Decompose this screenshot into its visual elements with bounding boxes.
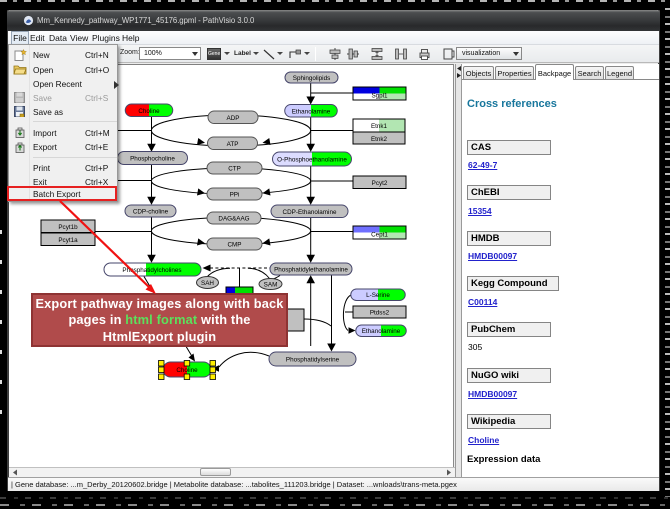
svg-text:Phosphatidylserine: Phosphatidylserine bbox=[286, 357, 340, 364]
svg-text:ATP: ATP bbox=[227, 141, 239, 148]
svg-text:Cept1: Cept1 bbox=[371, 232, 388, 239]
svg-text:Sgpl1: Sgpl1 bbox=[371, 93, 388, 100]
svg-text:CMP: CMP bbox=[228, 242, 242, 249]
svg-text:ADP: ADP bbox=[227, 115, 240, 122]
svg-text:Phosphatidylethanolamine: Phosphatidylethanolamine bbox=[274, 267, 348, 274]
svg-text:Pcyt2: Pcyt2 bbox=[372, 180, 388, 187]
svg-text:Ethanolamine: Ethanolamine bbox=[362, 328, 401, 335]
svg-text:Phosphocholine: Phosphocholine bbox=[130, 156, 175, 163]
svg-text:SAM: SAM bbox=[264, 282, 278, 289]
svg-text:Phosphatidylcholines: Phosphatidylcholines bbox=[122, 267, 181, 274]
svg-text:Choline: Choline bbox=[138, 108, 160, 115]
svg-text:Etnk1: Etnk1 bbox=[371, 123, 388, 130]
svg-text:Sphingolipids: Sphingolipids bbox=[293, 75, 330, 82]
svg-text:L-Serine: L-Serine bbox=[366, 292, 390, 299]
svg-text:DAG&AAG: DAG&AAG bbox=[218, 216, 249, 223]
svg-text:O-Phosphoethanolamine: O-Phosphoethanolamine bbox=[277, 157, 347, 164]
svg-text:PPi: PPi bbox=[230, 192, 240, 199]
svg-text:CDP-Ethanolamine: CDP-Ethanolamine bbox=[283, 209, 337, 216]
svg-text:Ethanolamine: Ethanolamine bbox=[292, 109, 331, 116]
svg-text:Pcyt1a: Pcyt1a bbox=[58, 237, 78, 244]
svg-text:Ptdss2: Ptdss2 bbox=[370, 310, 390, 317]
svg-text:Choline: Choline bbox=[176, 367, 198, 374]
svg-text:Pcyt1b: Pcyt1b bbox=[58, 224, 78, 231]
svg-text:SAH: SAH bbox=[201, 280, 214, 287]
svg-text:Etnk2: Etnk2 bbox=[371, 136, 388, 143]
svg-text:CTP: CTP bbox=[228, 166, 241, 173]
svg-text:CDP-choline: CDP-choline bbox=[133, 209, 169, 216]
